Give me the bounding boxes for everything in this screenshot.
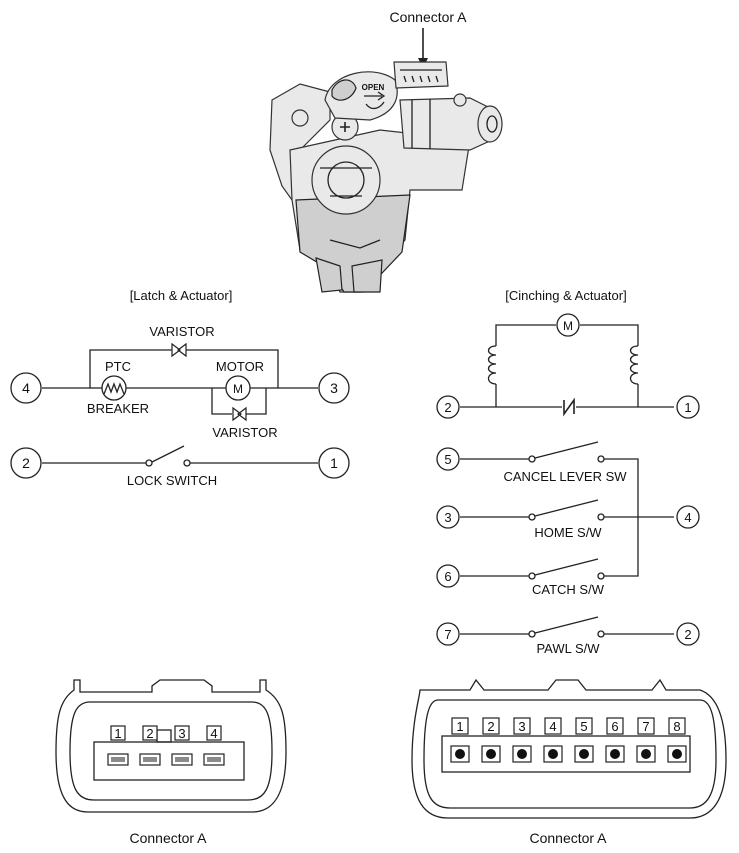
- connector-a-4pin: 1 2 3 4 Connector A: [55, 679, 287, 846]
- latch-actuator-illustration: Connector A OPEN: [269, 9, 503, 293]
- pin-4-terminal: 4: [10, 372, 42, 404]
- open-label: OPEN: [362, 83, 385, 92]
- connector-a-8pin: 1 2 3 4 5 6 7 8 Connector A: [411, 678, 727, 846]
- connector-right-pin: 4: [543, 717, 563, 763]
- catch-sw-label: CATCH S/W: [532, 582, 605, 597]
- connector-left-pin: 3: [171, 725, 193, 766]
- svg-text:M: M: [563, 319, 573, 333]
- pin-1-terminal: 1: [318, 447, 350, 479]
- connector-right-pin: 2: [481, 717, 501, 763]
- connector-right-pin: 7: [636, 717, 656, 763]
- svg-text:5: 5: [444, 452, 451, 467]
- breaker-label: BREAKER: [87, 401, 149, 416]
- svg-text:2: 2: [146, 726, 153, 741]
- left-coil-symbol: [487, 345, 497, 385]
- home-sw-label: HOME S/W: [534, 525, 602, 540]
- motor-icon: M: [225, 375, 251, 401]
- svg-text:M: M: [233, 382, 243, 396]
- svg-text:8: 8: [673, 719, 680, 734]
- motor-label: MOTOR: [216, 359, 264, 374]
- varistor-top-symbol: [171, 342, 187, 358]
- connector-a-right-caption: Connector A: [529, 830, 607, 846]
- connector-left-pin: 2: [139, 725, 161, 766]
- varistor-top-label: VARISTOR: [149, 324, 214, 339]
- cancel-lever-switch: 5 CANCEL LEVER SW: [436, 441, 627, 484]
- pin-2-terminal: 2: [10, 447, 42, 479]
- pawl-switch: 7 2 PAWL S/W: [436, 616, 700, 656]
- cinching-actuator-schematic: [Cinching & Actuator] M 2 1: [436, 288, 700, 656]
- svg-text:4: 4: [549, 719, 556, 734]
- svg-text:2: 2: [444, 400, 451, 415]
- svg-text:4: 4: [210, 726, 217, 741]
- cinching-pin-2-terminal: 2: [436, 395, 460, 419]
- svg-text:7: 7: [444, 627, 451, 642]
- connector-right-pin: 5: [574, 717, 594, 763]
- svg-text:3: 3: [330, 380, 338, 396]
- cinching-actuator-title: [Cinching & Actuator]: [505, 288, 626, 303]
- connector-a-callout: Connector A: [389, 9, 467, 25]
- pin-3-terminal: 3: [318, 372, 350, 404]
- connector-left-pin: 1: [107, 725, 129, 766]
- connector-a-left-caption: Connector A: [129, 830, 207, 846]
- catch-switch: 6 CATCH S/W: [436, 558, 605, 597]
- connector-right-pin: 1: [450, 717, 470, 763]
- cancel-lever-sw-label: CANCEL LEVER SW: [503, 469, 627, 484]
- svg-text:5: 5: [580, 719, 587, 734]
- pawl-sw-label: PAWL S/W: [536, 641, 600, 656]
- ptc-breaker-symbol: [101, 375, 127, 401]
- svg-text:6: 6: [444, 569, 451, 584]
- svg-text:3: 3: [178, 726, 185, 741]
- connector-a-housing: [393, 61, 449, 89]
- svg-text:2: 2: [684, 627, 691, 642]
- connector-left-pin: 4: [203, 725, 225, 766]
- svg-text:6: 6: [611, 719, 618, 734]
- right-coil-symbol: [629, 345, 639, 385]
- varistor-bottom-label: VARISTOR: [212, 425, 277, 440]
- svg-text:2: 2: [22, 455, 30, 471]
- latch-actuator-schematic: [Latch & Actuator] VARISTOR PTC BREAKER …: [10, 288, 350, 488]
- connector-right-pin: 6: [605, 717, 625, 763]
- svg-text:7: 7: [642, 719, 649, 734]
- svg-text:1: 1: [684, 400, 691, 415]
- svg-text:2: 2: [487, 719, 494, 734]
- ptc-label: PTC: [105, 359, 131, 374]
- home-switch: 3 4 HOME S/W: [436, 499, 700, 540]
- cinching-motor-icon: M: [556, 313, 580, 337]
- svg-text:1: 1: [456, 719, 463, 734]
- latch-actuator-title: [Latch & Actuator]: [130, 288, 233, 303]
- connector-right-pin: 3: [512, 717, 532, 763]
- svg-text:4: 4: [684, 510, 691, 525]
- cinching-pin-1-terminal: 1: [676, 395, 700, 419]
- svg-text:1: 1: [330, 455, 338, 471]
- varistor-bottom-symbol: [232, 406, 247, 422]
- lock-switch-label: LOCK SWITCH: [127, 473, 217, 488]
- connector-right-pin: 8: [667, 717, 687, 763]
- svg-text:4: 4: [22, 380, 30, 396]
- svg-text:1: 1: [114, 726, 121, 741]
- svg-text:3: 3: [518, 719, 525, 734]
- svg-text:3: 3: [444, 510, 451, 525]
